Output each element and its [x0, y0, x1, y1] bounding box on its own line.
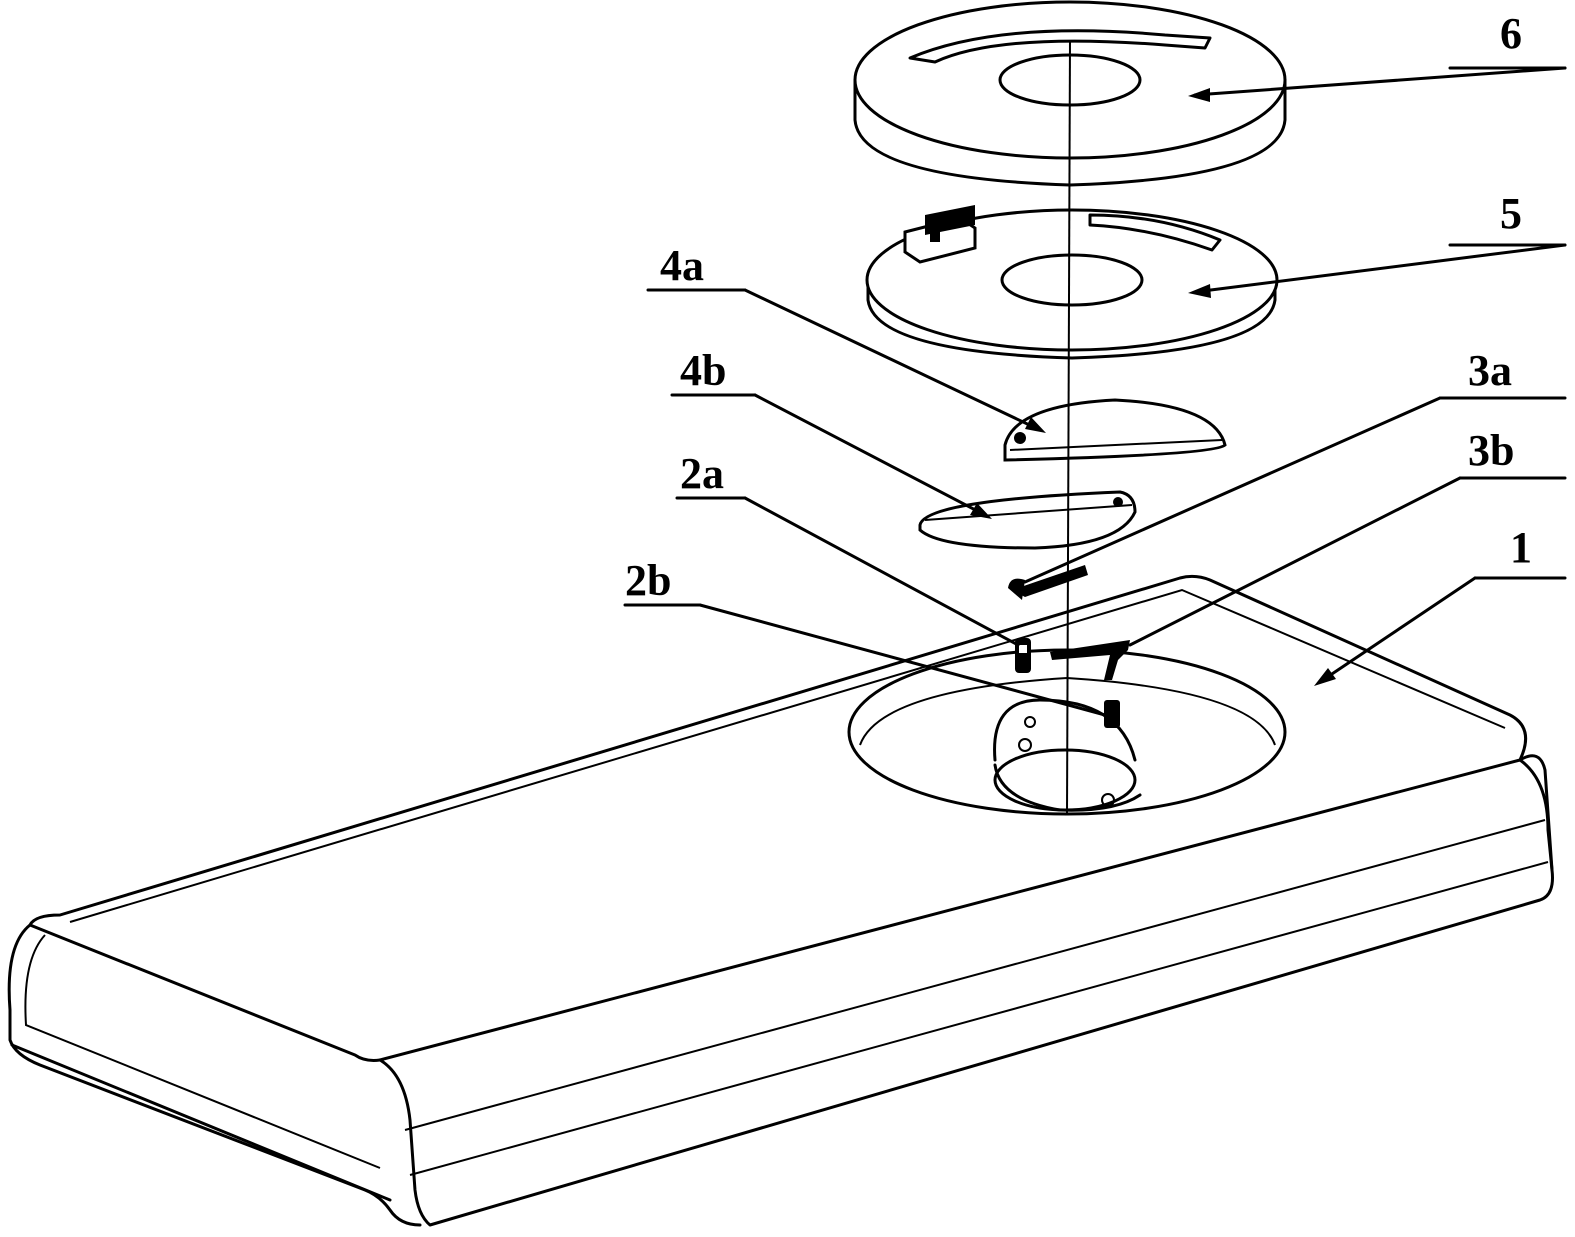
label-part-5: 5 — [1500, 189, 1522, 238]
label-part-4a: 4a — [660, 241, 704, 290]
label-part-6: 6 — [1500, 9, 1522, 58]
connector-part-2b — [1104, 700, 1120, 728]
label-part-3b: 3b — [1468, 426, 1514, 475]
contact-part-3b — [1050, 640, 1130, 680]
label-part-2a: 2a — [680, 449, 724, 498]
label-part-1: 1 — [1510, 523, 1532, 572]
base-housing — [9, 576, 1552, 1225]
middle-disc-part-5 — [867, 205, 1277, 358]
label-part-2b: 2b — [625, 556, 671, 605]
label-part-4b: 4b — [680, 346, 726, 395]
label-part-3a: 3a — [1468, 346, 1512, 395]
half-disc-part-4b — [920, 492, 1135, 548]
leader-lines — [625, 68, 1565, 715]
